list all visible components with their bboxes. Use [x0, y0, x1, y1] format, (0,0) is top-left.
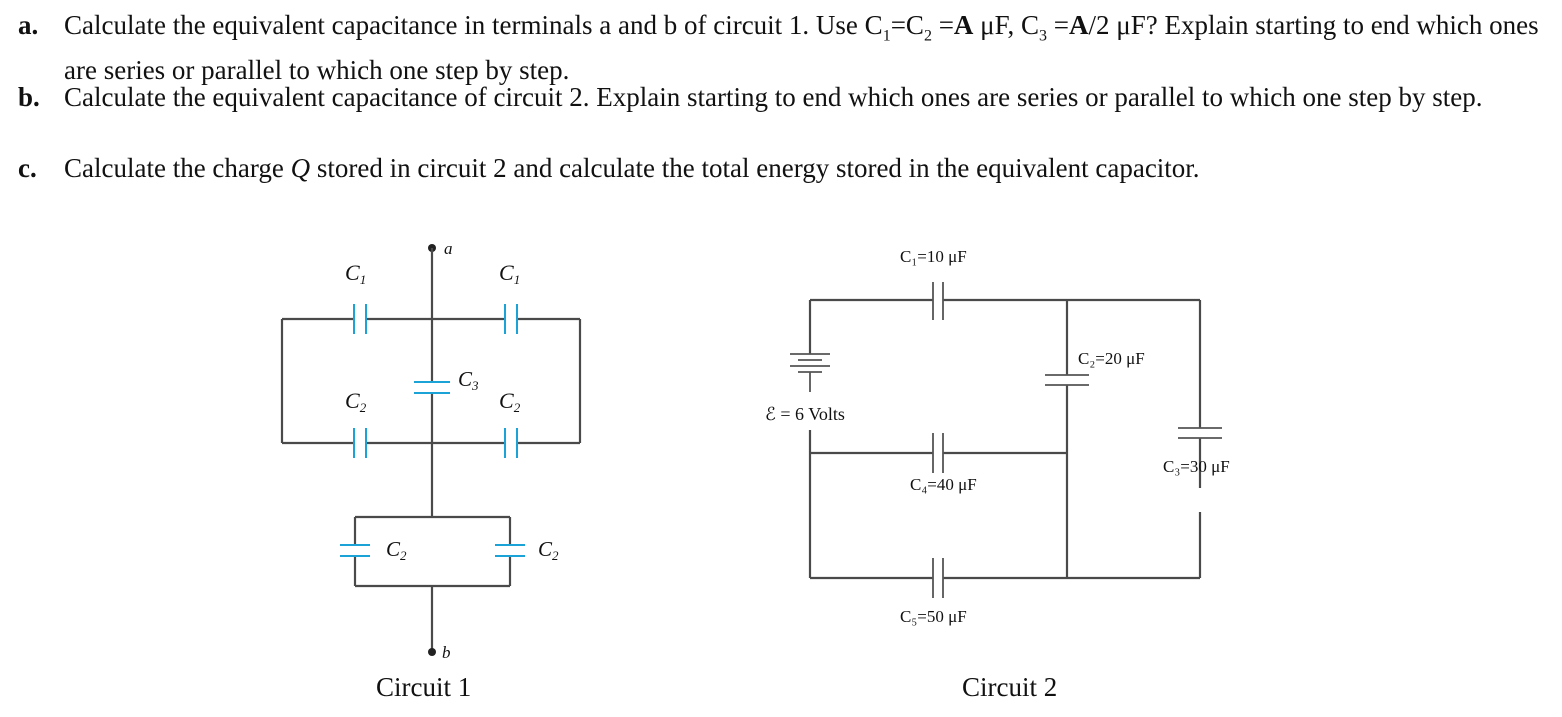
question-b-label: b. — [18, 82, 40, 112]
c1-c1-right-label: C1 — [499, 260, 520, 287]
c2-c5-label: C₅=50 μF — [900, 607, 967, 626]
circuit-1-caption: Circuit 1 — [376, 672, 472, 702]
c2-battery — [790, 353, 830, 392]
c1-capacitor-c2-right — [504, 428, 518, 458]
c2-c1-label: C₁=10 μF — [900, 247, 967, 266]
question-a-label: a. — [18, 10, 39, 40]
c2-capacitor-c4 — [932, 433, 944, 473]
c1-capacitor-c2-bottom-right — [495, 544, 525, 557]
c1-capacitor-c1-left — [353, 304, 367, 334]
c1-capacitor-c3 — [414, 381, 450, 394]
question-c-label: c. — [18, 153, 37, 183]
c1-capacitor-c2-left — [353, 428, 367, 458]
circuit-1: a C3 C1 C1 — [280, 239, 582, 662]
c2-emf-label: ℰ = 6 Volts — [765, 404, 845, 424]
terminal-a-label: a — [444, 239, 453, 258]
c1-c2-bottom-left-label: C2 — [386, 537, 407, 563]
c2-c4-label: C₄=40 μF — [910, 475, 977, 494]
terminal-b-label: b — [442, 643, 451, 662]
c1-c3-label: C3 — [458, 367, 479, 393]
c2-capacitor-c5 — [932, 558, 944, 598]
c2-c2-label: C₂=20 μF — [1078, 349, 1145, 368]
terminal-b-dot — [428, 648, 436, 656]
c1-capacitor-c1-right — [504, 304, 518, 334]
c1-c2-left-label: C2 — [345, 388, 367, 415]
question-a-text: Calculate the equivalent capacitance in … — [64, 10, 1539, 86]
question-b-text: Calculate the equivalent capacitance of … — [64, 82, 1483, 112]
circuit-2-caption: Circuit 2 — [962, 672, 1058, 702]
question-c-text: Calculate the charge Q stored in circuit… — [64, 153, 1200, 183]
c2-capacitor-c3 — [1178, 427, 1222, 439]
c1-c1-left-label: C1 — [345, 260, 366, 287]
c1-capacitor-c2-bottom-left — [340, 544, 370, 557]
c2-c3-label: C₃=30 μF — [1163, 457, 1230, 476]
circuit-2: C₁=10 μF ℰ = 6 Volts C₄=40 μF C₅=50 μF — [765, 247, 1230, 626]
c2-capacitor-c1 — [932, 282, 944, 320]
c2-capacitor-c2 — [1045, 374, 1089, 386]
c1-c2-bottom-right-label: C2 — [538, 537, 559, 563]
c1-c2-right-label: C2 — [499, 388, 521, 415]
